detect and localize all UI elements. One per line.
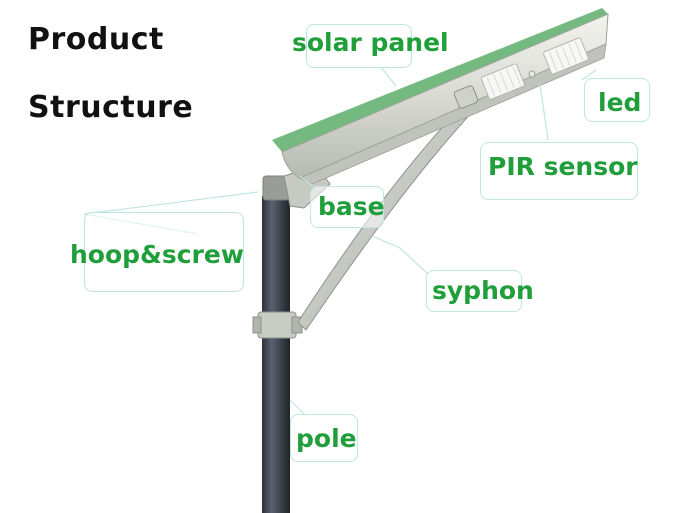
label-led: led	[598, 88, 642, 117]
led-module-2	[543, 37, 589, 75]
label-box-hoop-screw	[84, 212, 244, 292]
label-box-solar-panel	[306, 24, 412, 68]
label-box-led	[584, 78, 650, 122]
label-box-syphon	[426, 270, 522, 312]
label-hoop-screw: hoop&screw	[70, 240, 244, 269]
label-box-pir-sensor	[480, 142, 638, 200]
label-syphon: syphon	[432, 276, 534, 305]
leader-led	[581, 69, 597, 81]
pir-sensor-dot	[528, 70, 536, 78]
title-line-1: Product	[28, 22, 164, 57]
pole-shape	[262, 196, 290, 513]
arm-joint	[453, 85, 479, 109]
led-module-1	[480, 63, 525, 100]
leader-solar-panel	[379, 65, 397, 87]
leader-syphon	[371, 235, 429, 275]
panel-top-face	[272, 8, 608, 152]
label-box-base	[310, 186, 384, 228]
title-line-2: Structure	[28, 90, 194, 125]
label-box-pole	[290, 414, 358, 462]
label-pole: pole	[296, 424, 357, 453]
label-pir-sensor: PIR sensor	[488, 152, 638, 181]
hoop-clamp	[252, 311, 303, 339]
label-base: base	[318, 192, 385, 221]
label-solar-panel: solar panel	[292, 28, 449, 57]
leader-pole	[289, 399, 307, 417]
leader-pir	[539, 83, 549, 141]
